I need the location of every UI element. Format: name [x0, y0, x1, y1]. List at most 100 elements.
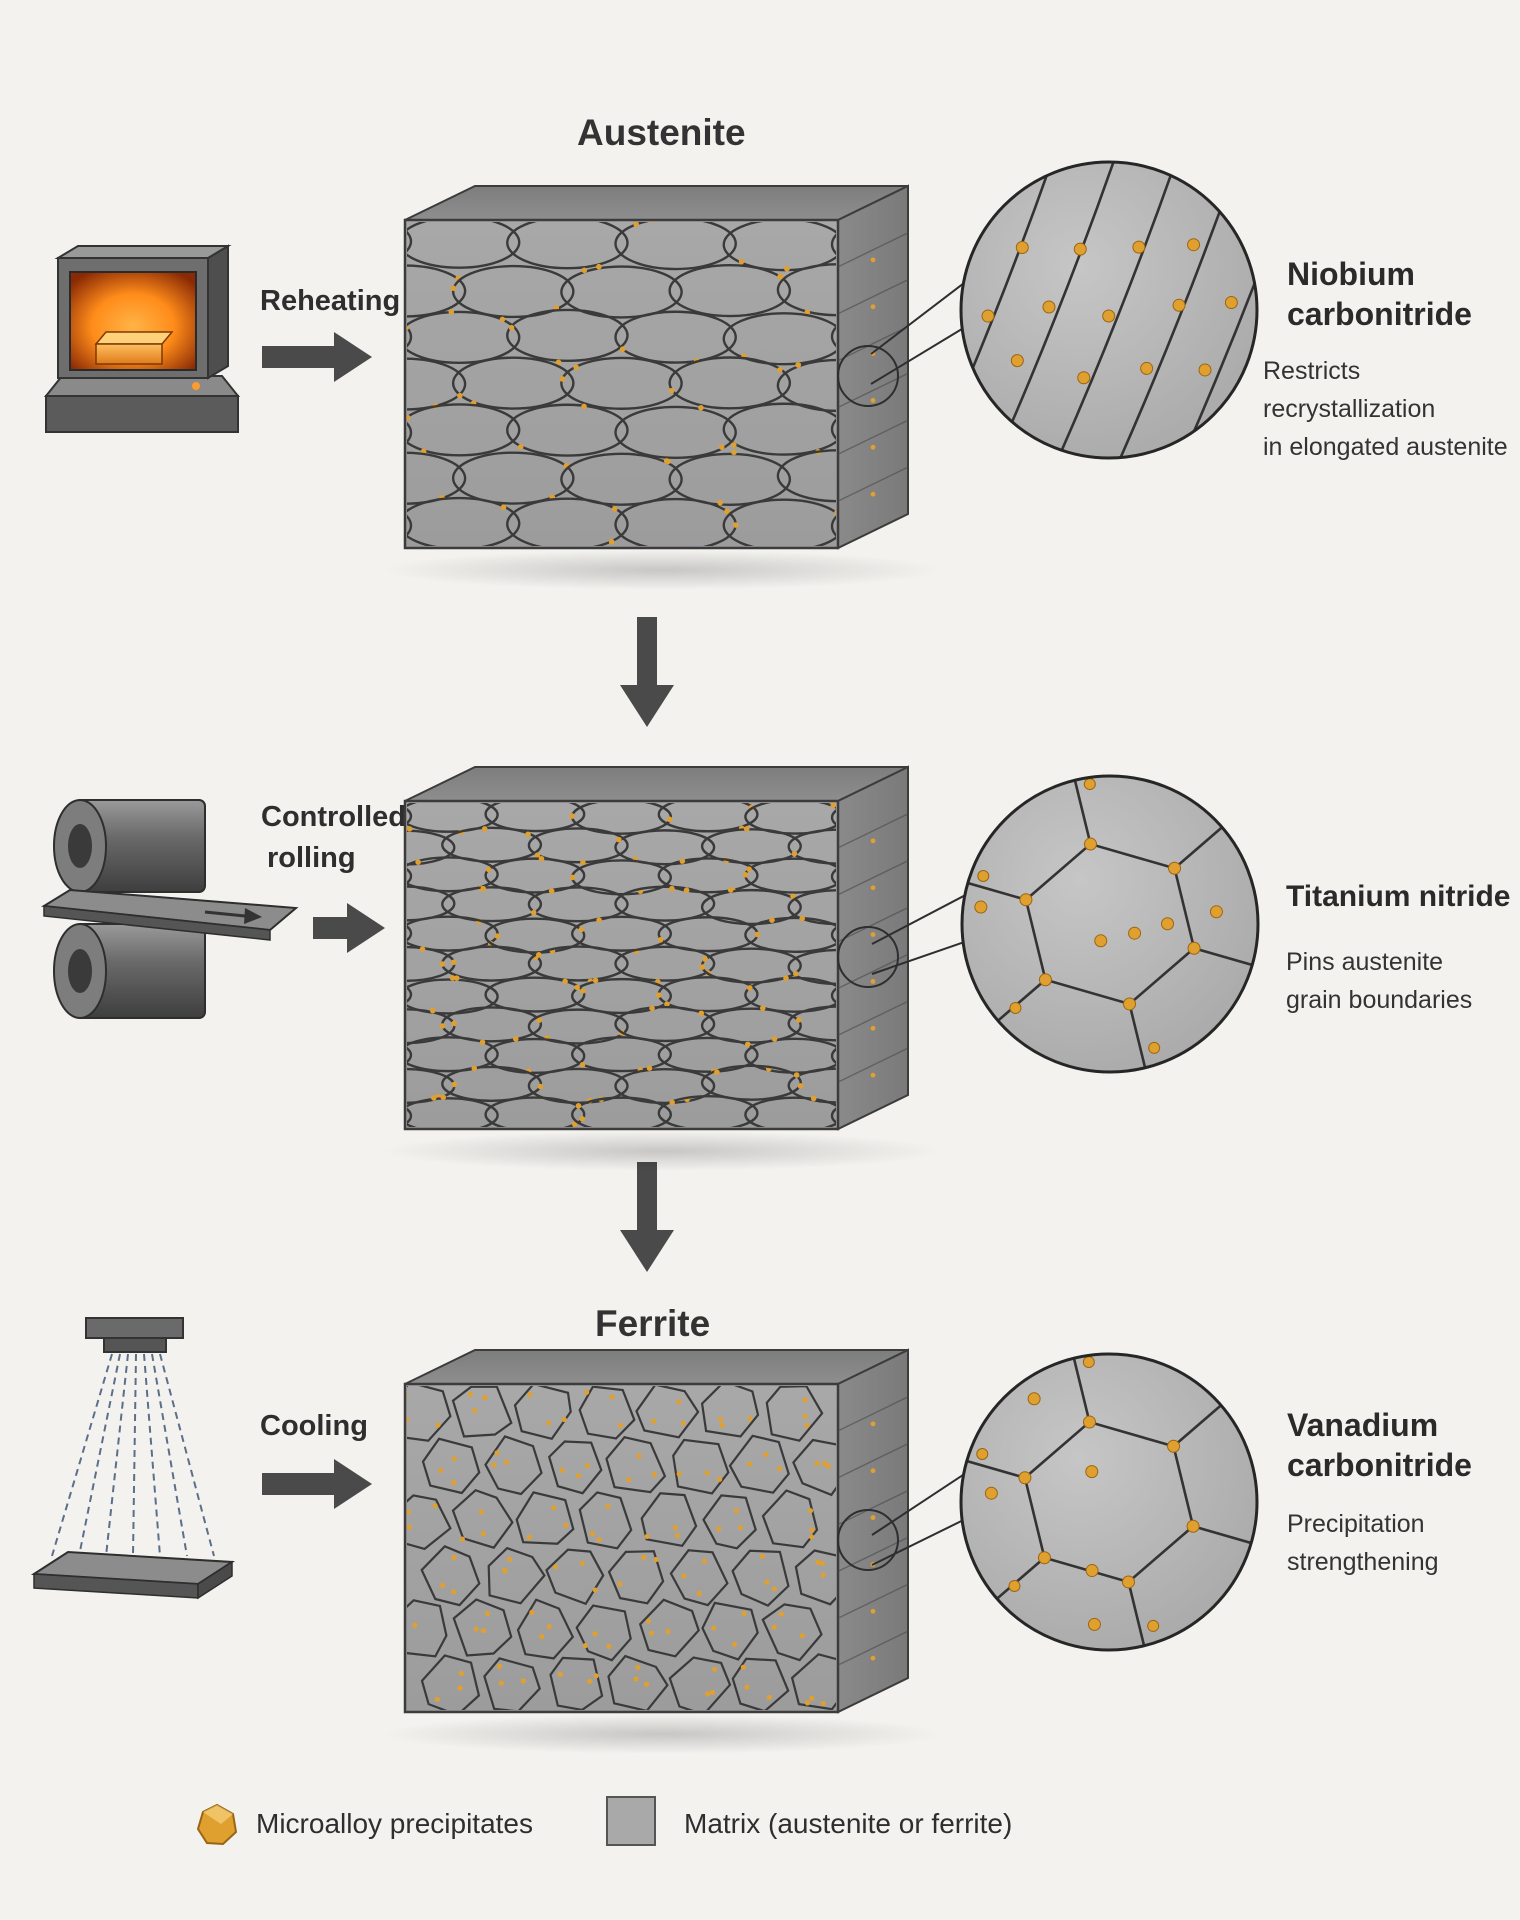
- precipitate: [1122, 1575, 1136, 1589]
- grain-boundary: [407, 230, 413, 253]
- precipitate: [1187, 238, 1201, 252]
- side-texture-line: [837, 1443, 909, 1479]
- precipitate: [961, 373, 966, 387]
- precipitate: [746, 866, 752, 872]
- precipitate: [799, 1633, 805, 1639]
- grain-boundary: [407, 986, 413, 1003]
- precipitate: [747, 1416, 753, 1422]
- precipitate: [921, 358, 927, 364]
- grain-boundary: [506, 403, 629, 457]
- precipitate: [976, 1448, 989, 1461]
- precipitate: [1083, 837, 1097, 851]
- precipitate: [407, 1417, 410, 1423]
- austenite-block: [381, 184, 952, 590]
- precipitate: [584, 1463, 591, 1469]
- furnace-base: [45, 395, 239, 433]
- precipitate: [946, 249, 952, 255]
- precipitate: [573, 364, 579, 371]
- process-label-line: Reheating: [260, 285, 401, 317]
- zoom-connector: [871, 940, 966, 975]
- precipitate: [491, 1462, 497, 1468]
- precipitate: [451, 1589, 457, 1595]
- grain-boundary: [571, 977, 673, 1015]
- precipitate: [520, 1678, 526, 1684]
- precipitate: [711, 1625, 717, 1631]
- grain-boundary: [407, 829, 456, 866]
- grain-boundary: [830, 868, 836, 885]
- side-texture-line: [837, 1047, 909, 1083]
- grain-boundary: [668, 452, 792, 506]
- precipitate: [802, 1413, 808, 1419]
- precipitate: [679, 858, 686, 864]
- precipitate: [484, 1610, 491, 1617]
- grain-boundary: [483, 1657, 541, 1710]
- block-shadow: [381, 1714, 942, 1754]
- precipitate: [741, 1610, 747, 1617]
- precipitate: [448, 309, 455, 315]
- side-texture-line: [837, 906, 909, 943]
- arrow-shaft: [262, 1473, 338, 1495]
- precipitate: [804, 1700, 811, 1706]
- upper-roll-bore: [68, 824, 92, 868]
- precipitate: [407, 1394, 409, 1400]
- precipitate: [499, 316, 506, 323]
- precipitate: [821, 1460, 828, 1466]
- precipitate: [737, 1524, 744, 1531]
- precipitate-effect: Restricts recrystallization: [1263, 357, 1436, 423]
- precipitate: [981, 309, 995, 323]
- side-texture-line: [837, 813, 909, 849]
- precipitate: [517, 444, 524, 450]
- precipitate: [1042, 300, 1056, 314]
- block-microstructure: [347, 803, 930, 1127]
- grain-boundary: [407, 1494, 452, 1551]
- precipitate: [562, 978, 568, 985]
- precipitate: [485, 866, 492, 873]
- grain-boundary: [527, 827, 629, 864]
- grain-boundary: [761, 1603, 823, 1662]
- precipitate: [1009, 1001, 1022, 1014]
- precipitate: [924, 939, 930, 945]
- grain-boundary: [407, 978, 499, 1015]
- precipitate: [727, 887, 734, 893]
- spray-jet: [78, 1353, 121, 1557]
- precipitate: [759, 1553, 765, 1559]
- grain-boundary: [549, 1656, 604, 1710]
- precipitate: [1261, 244, 1273, 256]
- precipitate: [347, 1035, 353, 1041]
- grain-boundary: [1192, 1524, 1257, 1559]
- precipitate: [733, 1508, 740, 1514]
- precipitate-effect: strengthening: [1287, 1548, 1439, 1576]
- precipitate: [653, 1556, 659, 1563]
- precipitate: [398, 1611, 403, 1616]
- precipitate: [617, 1422, 624, 1429]
- precipitate: [563, 1522, 569, 1528]
- precipitate: [1187, 941, 1201, 955]
- precipitate: [387, 919, 393, 925]
- zoom-outline: [959, 1352, 1259, 1652]
- grain-boundary: [515, 1491, 575, 1545]
- precipitate: [1221, 1396, 1234, 1409]
- grain-boundary: [571, 1096, 672, 1127]
- precipitate: [683, 887, 690, 893]
- grain-boundary: [701, 1601, 759, 1661]
- precipitate: [680, 1420, 686, 1426]
- feed-direction-head: [244, 908, 262, 924]
- precipitate: [705, 1691, 711, 1697]
- precipitate-effect: grain boundaries: [1286, 986, 1473, 1014]
- precipitate: [480, 1530, 486, 1537]
- precipitate: [592, 977, 599, 984]
- precipitate-effect: in elongated austenite: [1263, 433, 1508, 461]
- side-texture-line: [837, 1630, 909, 1666]
- precipitate: [407, 414, 411, 421]
- precipitate-title: carbonitride: [1287, 296, 1472, 332]
- matrix-legend-icon: [606, 1796, 656, 1846]
- grain-boundary: [830, 325, 836, 348]
- grain-boundary: [830, 1047, 836, 1065]
- precipitate: [575, 1473, 582, 1479]
- grain-boundary: [700, 1386, 760, 1438]
- precipitate: [698, 404, 704, 411]
- precipitate: [731, 1641, 738, 1647]
- spray-jet: [51, 1353, 113, 1557]
- precipitate: [870, 932, 876, 937]
